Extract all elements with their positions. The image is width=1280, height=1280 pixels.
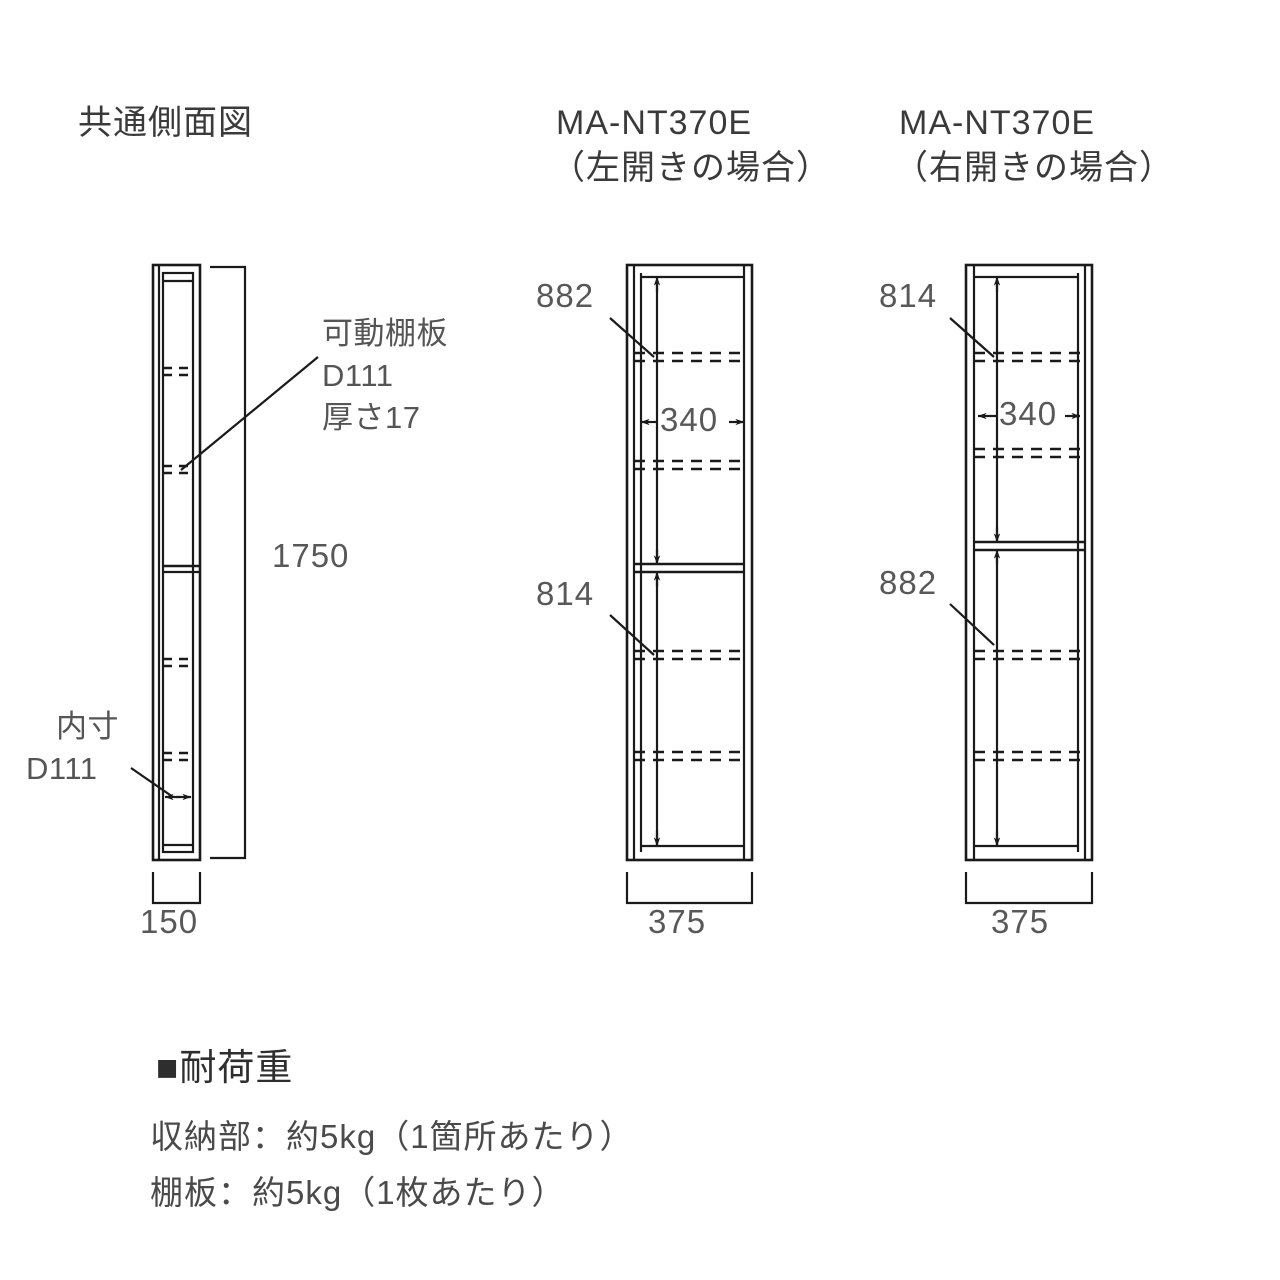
left-open-title-line2: （左開きの場合） (551, 149, 831, 187)
left-open-width-dim: 375 (648, 903, 707, 940)
load-capacity-line-shelf: 棚板：約5kg（1枚あたり） (150, 1174, 566, 1211)
right-open-title-line1: MA-NT370E (899, 104, 1096, 142)
inner-note-line1: 内寸 (56, 709, 119, 744)
left-open-title-line1: MA-NT370E (556, 104, 753, 142)
load-capacity-heading: ■耐荷重 (156, 1047, 294, 1088)
left-open-inner-width-dim: 340 (660, 401, 719, 438)
left-open-upper-height-dim: 882 (536, 277, 595, 314)
shelf-note-line3: 厚さ17 (322, 400, 421, 435)
shelf-note-line1: 可動棚板 (322, 316, 448, 351)
side-height-dim-1750: 1750 (272, 537, 350, 574)
right-open-lower-height-dim: 882 (879, 564, 938, 601)
side-view-title: 共通側面図 (78, 104, 253, 142)
right-open-upper-height-dim: 814 (879, 277, 938, 314)
side-width-dim-150: 150 (140, 903, 199, 940)
right-open-title-line2: （右開きの場合） (894, 149, 1174, 187)
right-open-inner-width-dim: 340 (999, 395, 1058, 432)
inner-note-line2: D111 (26, 751, 98, 786)
shelf-note-line2: D111 (322, 358, 394, 393)
left-open-lower-height-dim: 814 (536, 575, 595, 612)
right-open-width-dim: 375 (991, 903, 1050, 940)
load-capacity-line-storage: 収納部：約5kg（1箇所あたり） (150, 1118, 634, 1155)
